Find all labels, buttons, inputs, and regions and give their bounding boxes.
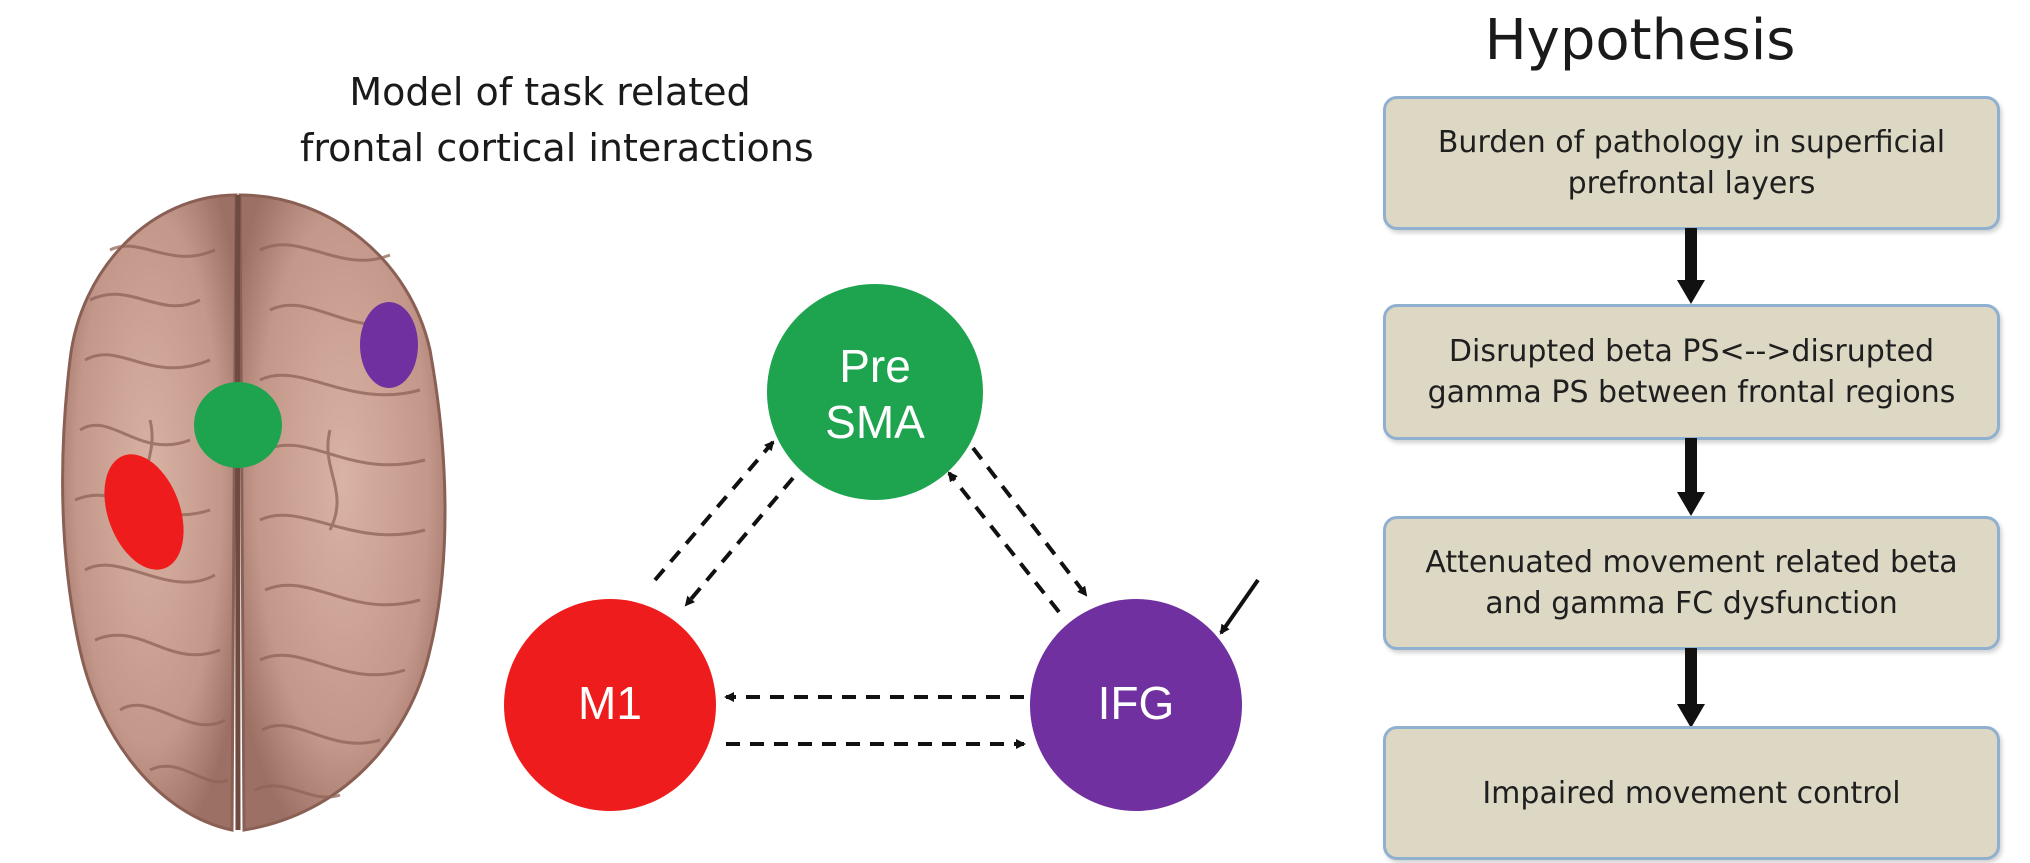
node-presma-label-line1: Pre (839, 340, 911, 392)
flow-arrow-3 (1677, 648, 1705, 728)
hypothesis-step-3: Attenuated movement related beta and gam… (1383, 516, 2000, 650)
node-ifg: IFG (1030, 599, 1242, 811)
brain-right-hemisphere (238, 193, 447, 832)
node-presma-label-line2: SMA (825, 396, 925, 448)
flow-arrow-1 (1677, 228, 1705, 304)
arrow-presma-to-ifg (971, 446, 1088, 597)
model-title-line2: frontal cortical interactions (300, 126, 814, 170)
model-title-line1: Model of task related (349, 70, 751, 114)
hypothesis-step-2-text: Disrupted beta PS<-->disrupted gamma PS … (1427, 334, 1956, 410)
hypothesis-step-3-text: Attenuated movement related beta and gam… (1425, 545, 1958, 621)
node-presma-circle (767, 284, 983, 500)
brain-gyri (74, 243, 426, 799)
hypothesis-step-1-text: Burden of pathology in superficial prefr… (1437, 125, 1946, 201)
hypothesis-step-2: Disrupted beta PS<-->disrupted gamma PS … (1383, 304, 2000, 440)
node-m1-label: M1 (578, 677, 642, 729)
node-ifg-label: IFG (1098, 677, 1175, 729)
node-m1: M1 (504, 599, 716, 811)
brain-marker-m1 (104, 454, 184, 570)
flow-arrow-2 (1677, 438, 1705, 516)
node-presma: Pre SMA (767, 284, 983, 500)
network-arrows (653, 440, 1088, 749)
hypothesis-title: Hypothesis (1484, 8, 1796, 73)
arrow-ifg-to-presma (947, 471, 1061, 614)
arrow-m1-to-presma (653, 440, 775, 582)
node-m1-circle (504, 599, 716, 811)
hypothesis-step-1: Burden of pathology in superficial prefr… (1383, 96, 2000, 230)
arrow-presma-to-m1 (684, 476, 795, 607)
brain-marker-ifg (360, 302, 418, 388)
node-ifg-circle (1030, 599, 1242, 811)
model-title: Model of task related frontal cortical i… (300, 64, 814, 176)
ifg-pointer-arrow (1219, 578, 1260, 635)
hypothesis-step-4-text: Impaired movement control (1482, 775, 1901, 811)
brain-marker-presma (194, 382, 282, 468)
diagram-canvas: Pre SMA M1 IFG (61, 193, 1260, 832)
hypothesis-step-4: Impaired movement control (1383, 726, 2000, 860)
brain-midline (234, 194, 242, 831)
